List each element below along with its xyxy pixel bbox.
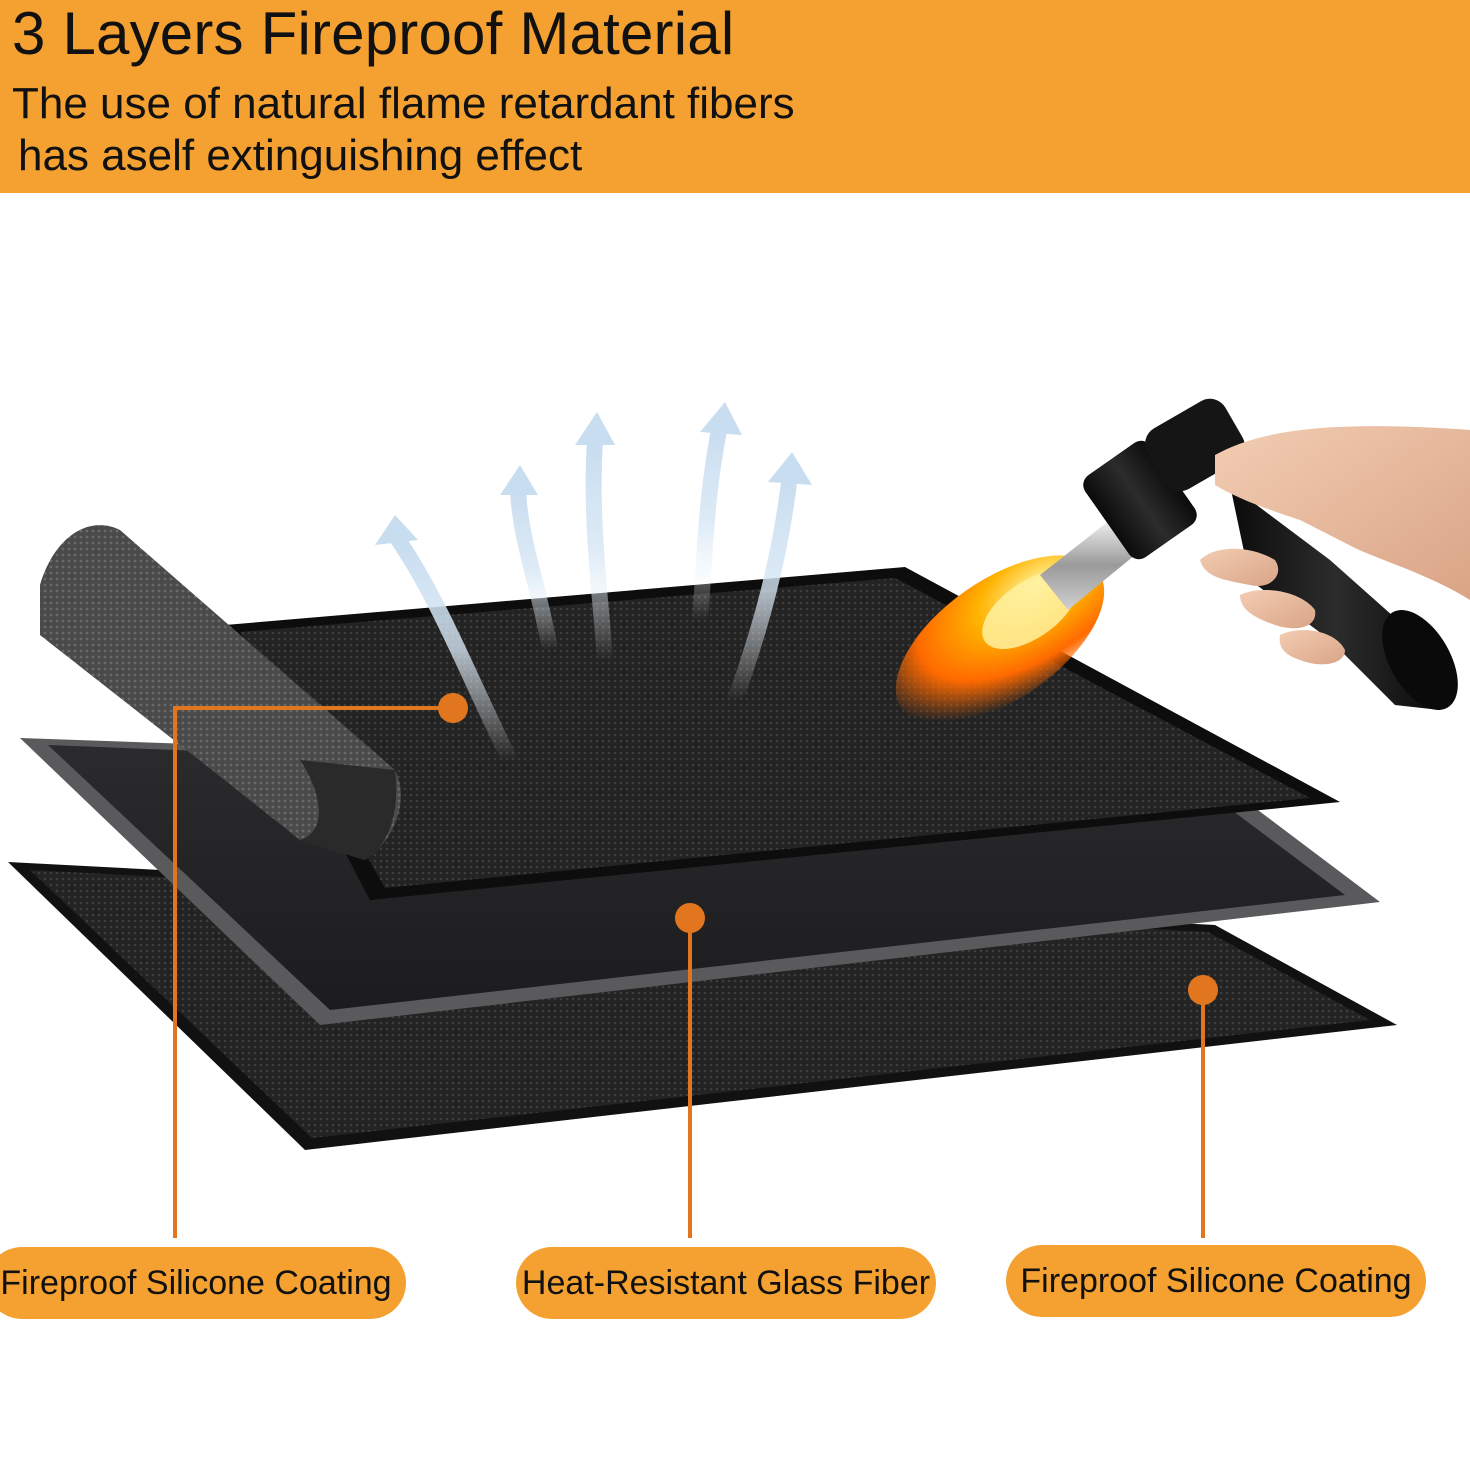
callout-dots	[438, 693, 1218, 1005]
subtitle-line-2: has aself extinguishing effect	[18, 131, 583, 180]
callout-lines	[173, 706, 1205, 1238]
callout-dot-2	[675, 903, 705, 933]
heat-arrows-icon	[387, 417, 798, 768]
page-title: 3 Layers Fireproof Material	[12, 0, 735, 67]
callout-line-1	[173, 706, 453, 1238]
subtitle-line-1: The use of natural flame retardant fiber…	[12, 79, 795, 128]
header-banner: 3 Layers Fireproof Material The use of n…	[0, 0, 1470, 193]
heat-arrow-heads	[375, 402, 812, 545]
label-fireproof-silicone-coating-left: Fireproof Silicone Coating	[0, 1247, 406, 1319]
label-fireproof-silicone-coating-right: Fireproof Silicone Coating	[1006, 1245, 1426, 1317]
label-heat-resistant-glass-fiber: Heat-Resistant Glass Fiber	[516, 1247, 936, 1319]
blow-torch-icon	[1040, 398, 1458, 710]
callout-dot-3	[1188, 975, 1218, 1005]
page-subtitle: The use of natural flame retardant fiber…	[12, 78, 795, 182]
top-layer-silicone	[40, 525, 1340, 900]
hand-icon	[1200, 426, 1470, 665]
callout-dot-1	[438, 693, 468, 723]
